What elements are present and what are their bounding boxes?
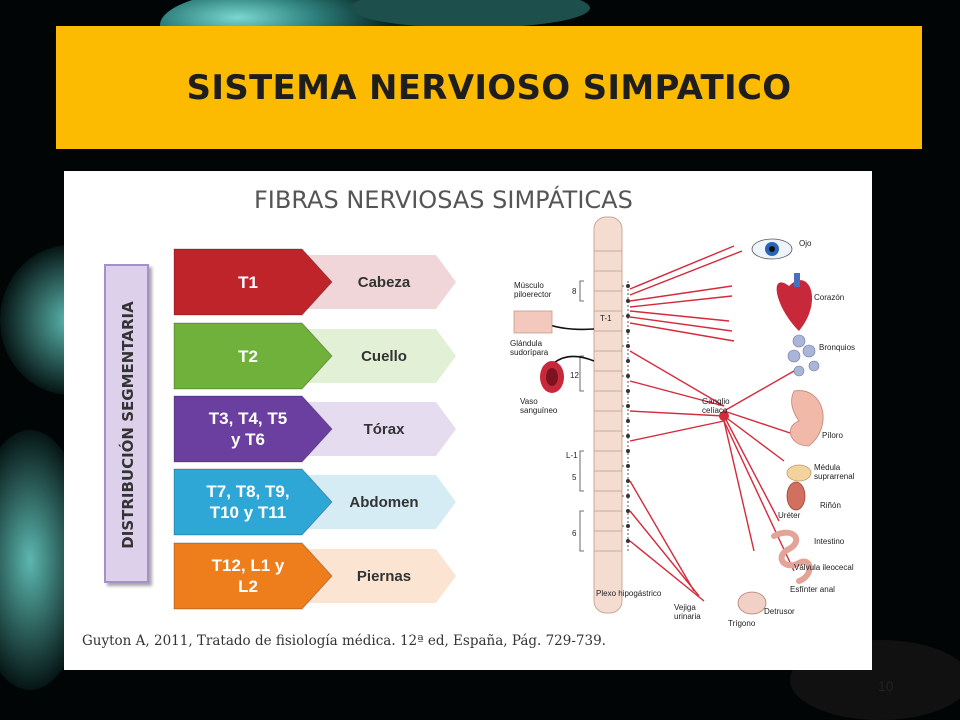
label-valvula: Válvula ileocecal	[794, 563, 854, 572]
label-t1: T-1	[600, 314, 612, 323]
region-label: Piernas	[356, 567, 412, 585]
region-chevron	[294, 549, 456, 603]
label-piloro: Píloro	[822, 431, 843, 440]
segment-row-shapes	[173, 322, 456, 390]
segment-row: T3, T4, T5 y T6 Tórax	[173, 395, 456, 463]
label-seg8: 8	[572, 287, 577, 296]
segment-label: T12, L1 y L2	[211, 556, 285, 596]
label-detrusor: Detrusor	[764, 607, 795, 616]
segment-chevron	[173, 542, 333, 610]
segment-chevron	[173, 248, 333, 316]
slide-title: SISTEMA NERVIOSO SIMPATICO	[186, 67, 792, 108]
anatomy-drawing	[513, 216, 824, 615]
segment-chevron	[173, 395, 333, 463]
region-chevron	[294, 475, 456, 529]
label-musculo: Músculo piloerector	[514, 281, 552, 299]
segment-row-shapes	[173, 542, 456, 610]
label-glandula: Glándula sudorípara	[510, 339, 549, 357]
segment-label: T2	[238, 346, 258, 366]
label-trigono: Trígono	[728, 619, 756, 628]
label-ureter: Uréter	[778, 511, 801, 520]
region-chevron	[294, 255, 456, 309]
segment-row: T1 Cabeza	[173, 248, 456, 316]
segmental-distribution-label: DISTRIBUCIÓN SEGMENTARIA	[119, 301, 137, 549]
segment-label: T3, T4, T5 y T6	[208, 409, 288, 449]
sympathetic-anatomy-illustration: Músculo piloerector Glándula sudorípara …	[494, 211, 856, 631]
segment-row-shapes	[173, 468, 456, 536]
label-intestino: Intestino	[814, 537, 845, 546]
region-label: Cabeza	[357, 273, 411, 291]
figure-title: FIBRAS NERVIOSAS SIMPÁTICAS	[254, 186, 633, 214]
label-plexo: Plexo hipogástrico	[596, 589, 662, 598]
label-vaso: Vaso sanguíneo	[520, 397, 558, 415]
label-esfinter: Esfínter anal	[790, 585, 835, 594]
label-medula: Médula suprarrenal	[814, 463, 855, 481]
label-seg6: 6	[572, 529, 577, 538]
label-corazon: Corazón	[814, 293, 845, 302]
label-seg12: 12	[570, 371, 579, 380]
label-seg5: 5	[572, 473, 577, 482]
label-ganglio: Ganglio celíaco	[702, 397, 730, 415]
segment-label: T7, T8, T9, T10 y T11	[206, 482, 290, 522]
segment-chevron	[173, 322, 333, 390]
label-ojo: Ojo	[799, 239, 812, 248]
segment-row: T7, T8, T9, T10 y T11 Abdomen	[173, 468, 456, 536]
segmental-distribution-label-box: DISTRIBUCIÓN SEGMENTARIA	[104, 264, 149, 583]
segment-chevron	[173, 468, 333, 536]
region-chevron	[294, 402, 456, 456]
title-banner: SISTEMA NERVIOSO SIMPATICO	[56, 26, 922, 149]
figure-panel: FIBRAS NERVIOSAS SIMPÁTICAS DISTRIBUCIÓN…	[64, 171, 872, 670]
label-bronquios: Bronquios	[819, 343, 856, 352]
page-number: 10	[878, 678, 894, 694]
segment-row-shapes	[173, 248, 456, 316]
segment-row-shapes	[173, 395, 456, 463]
segment-row: T2 Cuello	[173, 322, 456, 390]
segment-label: T1	[238, 272, 258, 292]
label-rinon: Riñón	[820, 501, 841, 510]
citation: Guyton A, 2011, Tratado de fisiología mé…	[82, 633, 606, 649]
segment-row: T12, L1 y L2 Piernas	[173, 542, 456, 610]
region-chevron	[294, 329, 456, 383]
region-label: Abdomen	[349, 493, 419, 511]
label-vejiga: Vejiga urinaria	[674, 603, 701, 621]
region-label: Cuello	[361, 347, 407, 365]
label-l1: L-1	[566, 451, 578, 460]
region-label: Tórax	[363, 420, 405, 438]
